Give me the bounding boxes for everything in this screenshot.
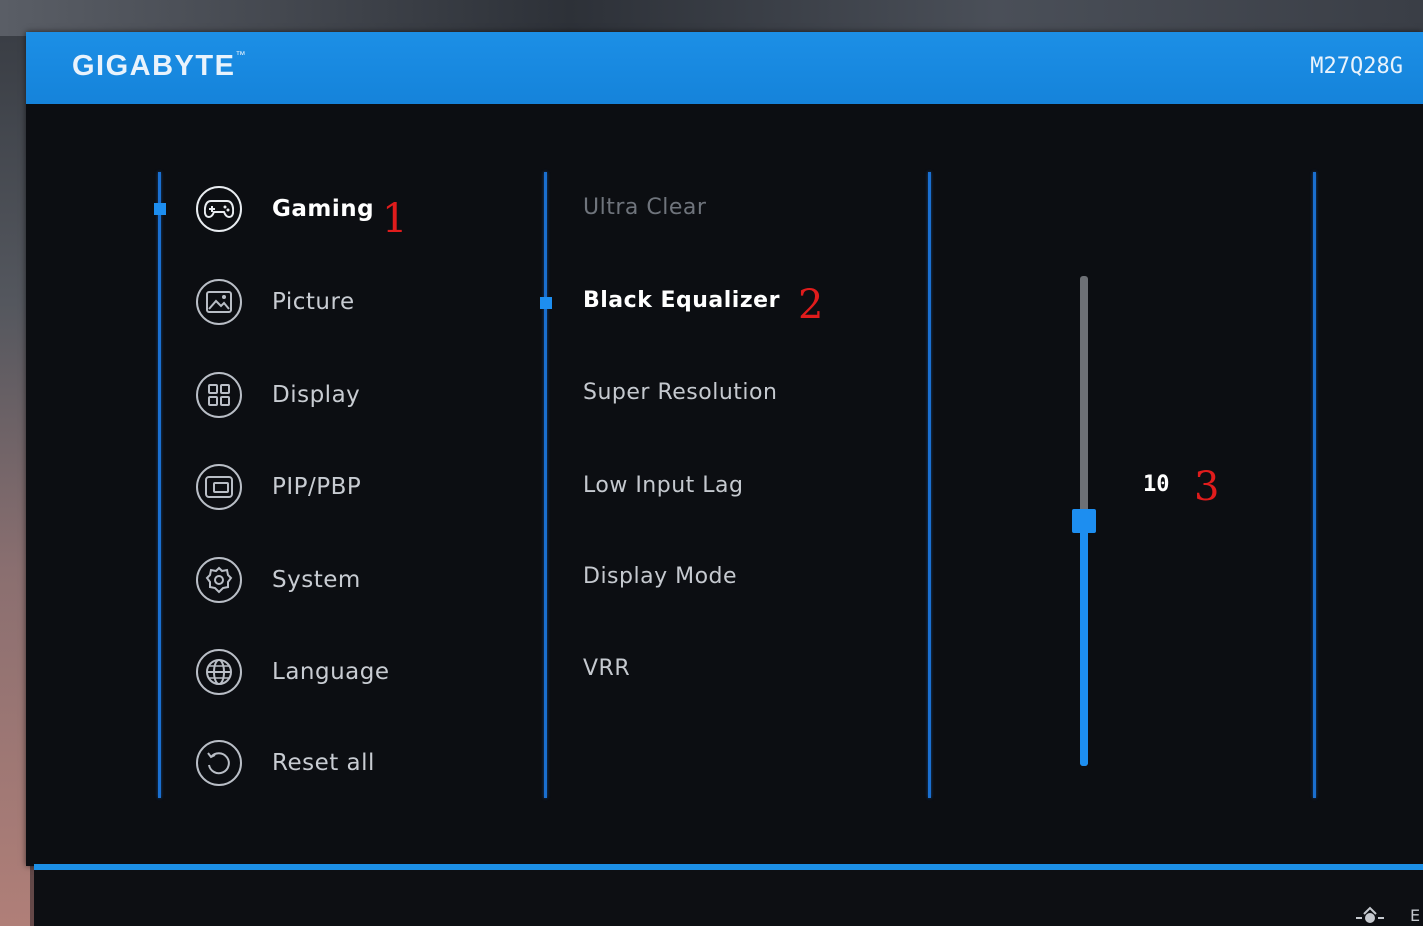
slider-fill bbox=[1080, 521, 1088, 766]
reset-icon bbox=[196, 740, 242, 786]
value-column-rail-right bbox=[1313, 172, 1316, 798]
gear-icon bbox=[196, 557, 242, 603]
submenu-selection-marker bbox=[540, 297, 552, 309]
black-equalizer-slider[interactable] bbox=[1072, 276, 1096, 766]
submenu-item-super-resolution[interactable]: Super Resolution bbox=[583, 380, 778, 405]
menu-item-gaming[interactable]: Gaming bbox=[196, 181, 374, 237]
pip-icon bbox=[196, 464, 242, 510]
annotation-1: 1 bbox=[382, 196, 408, 242]
submenu-item-low-input-lag[interactable]: Low Input Lag bbox=[583, 473, 744, 498]
grid-icon bbox=[196, 372, 242, 418]
brand-logo: GIGABYTE™ bbox=[72, 50, 247, 82]
main-menu-selection-marker bbox=[154, 203, 166, 215]
joystick-nav-icon bbox=[1356, 906, 1384, 923]
menu-item-reset-all[interactable]: Reset all bbox=[196, 735, 375, 791]
menu-item-pip-pbp[interactable]: PIP/PBP bbox=[196, 459, 361, 515]
submenu-rail bbox=[544, 172, 547, 798]
menu-label-display: Display bbox=[272, 382, 361, 408]
menu-label-language: Language bbox=[272, 659, 390, 685]
value-column-rail-left bbox=[928, 172, 931, 798]
bottom-hint-panel bbox=[34, 870, 1423, 926]
menu-item-system[interactable]: System bbox=[196, 552, 361, 608]
menu-label-gaming: Gaming bbox=[272, 196, 375, 222]
model-name: M27Q28G bbox=[1310, 54, 1403, 79]
osd-header: GIGABYTE™ M27Q28G bbox=[26, 32, 1423, 104]
main-menu-rail bbox=[158, 172, 161, 798]
slider-thumb[interactable] bbox=[1072, 509, 1096, 533]
annotation-2: 2 bbox=[798, 282, 824, 328]
submenu-item-display-mode[interactable]: Display Mode bbox=[583, 564, 738, 589]
slider-value: 10 bbox=[1143, 472, 1170, 497]
menu-label-reset-all: Reset all bbox=[272, 750, 375, 776]
menu-item-language[interactable]: Language bbox=[196, 644, 390, 700]
bottom-accent-bar bbox=[34, 864, 1423, 870]
background-left bbox=[0, 36, 30, 926]
submenu-item-ultra-clear[interactable]: Ultra Clear bbox=[583, 195, 707, 220]
submenu-item-black-equalizer[interactable]: Black Equalizer bbox=[583, 288, 780, 313]
background-top bbox=[0, 0, 1423, 36]
annotation-3: 3 bbox=[1194, 464, 1220, 510]
menu-label-pip-pbp: PIP/PBP bbox=[272, 474, 362, 500]
menu-item-picture[interactable]: Picture bbox=[196, 274, 355, 330]
menu-label-picture: Picture bbox=[272, 289, 355, 315]
osd-menu-panel: GIGABYTE™ M27Q28G Gaming Picture Display… bbox=[26, 32, 1423, 866]
submenu-item-vrr[interactable]: VRR bbox=[583, 656, 631, 681]
menu-item-display[interactable]: Display bbox=[196, 367, 360, 423]
picture-icon bbox=[196, 279, 242, 325]
gamepad-icon bbox=[196, 186, 242, 232]
menu-label-system: System bbox=[272, 567, 361, 593]
nav-hint-text: E bbox=[1410, 906, 1421, 925]
globe-icon bbox=[196, 649, 242, 695]
